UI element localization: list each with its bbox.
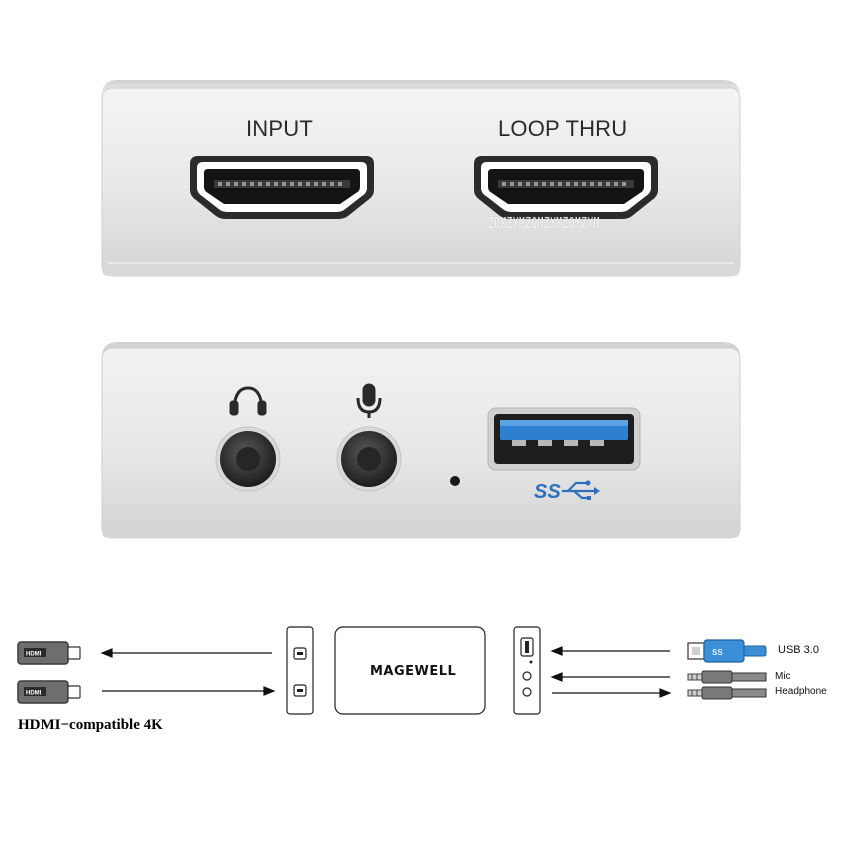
usb-cable: SS <box>687 639 767 663</box>
usb-3-port <box>487 407 641 471</box>
superspeed-usb-logo: SS <box>534 480 600 503</box>
headphone-jack <box>215 426 281 492</box>
mic-jack <box>336 426 402 492</box>
bottom-device-illustration: SS <box>101 342 741 539</box>
headphone-arrow <box>552 688 672 698</box>
loop-thru-port-label: LOOP THRU <box>498 116 628 141</box>
hdmi-cable-bottom: HDMI <box>17 680 81 704</box>
headphone-icon <box>229 386 267 416</box>
hdmi-input-port <box>190 156 374 219</box>
hdmi-input-arrow <box>102 686 276 696</box>
usb-3-label: USB 3.0 <box>778 644 819 656</box>
hdmi-side-panel <box>286 626 314 715</box>
connection-diagram-graphic: HDMI HDMI <box>17 626 767 715</box>
hdmi-loop-thru-port <box>474 156 658 219</box>
svg-text:SS: SS <box>712 648 723 657</box>
top-device-panel: INPUT LOOP THRU ZOMZYMZOMZYMZOMZYM <box>0 0 850 300</box>
headphone-label: Headphone <box>775 686 827 697</box>
watermark-text: ZOMZYMZOMZYMZOMZYM <box>488 214 600 232</box>
top-device-illustration <box>101 80 741 277</box>
svg-text:HDMI: HDMI <box>26 691 42 697</box>
mic-label: Mic <box>775 671 791 682</box>
mic-audio-cable <box>687 670 767 684</box>
hdmi-cable-top: HDMI <box>17 641 81 665</box>
svg-text:SS: SS <box>534 481 561 503</box>
hdmi-output-arrow <box>100 648 272 658</box>
led-indicator <box>450 476 460 486</box>
mic-arrow <box>550 672 670 682</box>
bottom-device-panel: SS <box>0 330 850 550</box>
magewell-device-box <box>334 626 486 715</box>
headphone-audio-cable <box>687 686 767 700</box>
hdmi-4k-caption: HDMI−compatible 4K <box>18 717 163 733</box>
usb-audio-side-panel <box>513 626 541 715</box>
microphone-icon <box>356 383 382 418</box>
svg-text:HDMI: HDMI <box>26 652 42 658</box>
connection-diagram: HDMI HDMI <box>0 610 850 720</box>
magewell-brand: MAGEWELL <box>370 664 457 679</box>
input-port-label: INPUT <box>246 116 313 141</box>
usb-arrow <box>550 646 670 656</box>
